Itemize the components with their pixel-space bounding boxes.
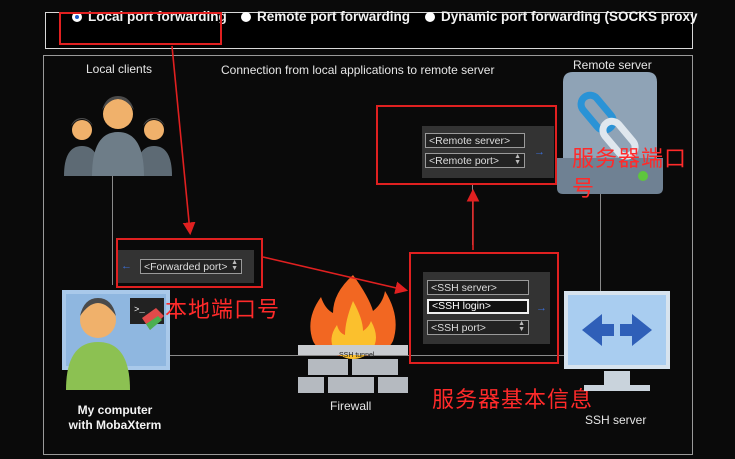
radio-remote-port-forwarding[interactable]: Remote port forwarding — [241, 9, 410, 24]
firewall-icon — [298, 275, 408, 393]
my-computer-line-2: with MobaXterm — [68, 418, 162, 432]
radio-label: Remote port forwarding — [257, 9, 411, 24]
annotation-server-port-line-2: 号 — [572, 177, 596, 202]
remote-server-input[interactable]: <Remote server> — [425, 133, 525, 148]
forwarding-type-bar — [45, 12, 693, 49]
highlight-forwarded-port — [116, 238, 263, 288]
radio-selected-icon — [72, 11, 82, 22]
annotation-server-port: 服务器端口 号 — [572, 145, 687, 205]
ssh-server-input[interactable]: <SSH server> — [427, 280, 529, 295]
radio-label: Dynamic port forwarding (SOCKS proxy — [441, 9, 698, 24]
arrow-to-ssh-info — [262, 256, 409, 295]
firewall-label: Firewall — [330, 399, 372, 413]
radio-unselected-icon — [241, 11, 251, 22]
diagram-panel — [43, 55, 693, 455]
my-computer-line-1: My computer — [77, 403, 153, 417]
ssh-port-input[interactable]: <SSH port>▲▼ — [427, 320, 529, 335]
radio-unselected-icon — [425, 11, 435, 22]
remote-server-label: Remote server — [573, 58, 652, 72]
remote-port-input[interactable]: <Remote port>▲▼ — [425, 153, 525, 168]
diagram-caption: Connection from local applications to re… — [221, 63, 495, 77]
svg-text:>_: >_ — [134, 305, 145, 315]
local-clients-icon — [64, 96, 172, 176]
annotation-server-info: 服务器基本信息 — [432, 388, 594, 413]
highlight-ssh-info — [409, 252, 559, 364]
my-computer-icon: >_ — [62, 290, 170, 390]
spinner-icon[interactable]: ▲▼ — [514, 153, 521, 166]
arrow-right-icon: → — [534, 146, 545, 158]
connector-line — [112, 175, 113, 285]
my-computer-label: My computer with MobaXterm — [60, 403, 170, 433]
forwarded-port-input[interactable]: <Forwarded port>▲▼ — [140, 259, 242, 274]
ssh-server-label: SSH server — [585, 413, 647, 427]
ssh-tunnel-label: SSH tunnel — [339, 352, 375, 359]
annotation-server-port-line-1: 服务器端口 — [572, 147, 688, 172]
spinner-icon[interactable]: ▲▼ — [518, 320, 525, 333]
local-clients-label: Local clients — [86, 62, 153, 76]
connector-line — [170, 355, 580, 356]
connector-line — [600, 192, 601, 292]
remote-server-icon — [557, 72, 663, 194]
spinner-icon[interactable]: ▲▼ — [231, 259, 238, 272]
ssh-login-input[interactable]: <SSH login> — [427, 299, 529, 314]
highlight-remote-server — [376, 105, 557, 185]
link-icon — [577, 91, 639, 160]
highlight-local-forwarding — [59, 12, 222, 45]
arrow-to-forwarded-port — [171, 45, 196, 236]
arrow-left-icon: ← — [121, 260, 132, 272]
arrow-right-icon: → — [536, 302, 547, 314]
annotation-local-port: 本地端口号 — [165, 298, 281, 323]
ssh-server-icon — [564, 291, 670, 391]
radio-dynamic-port-forwarding[interactable]: Dynamic port forwarding (SOCKS proxy — [425, 9, 698, 24]
